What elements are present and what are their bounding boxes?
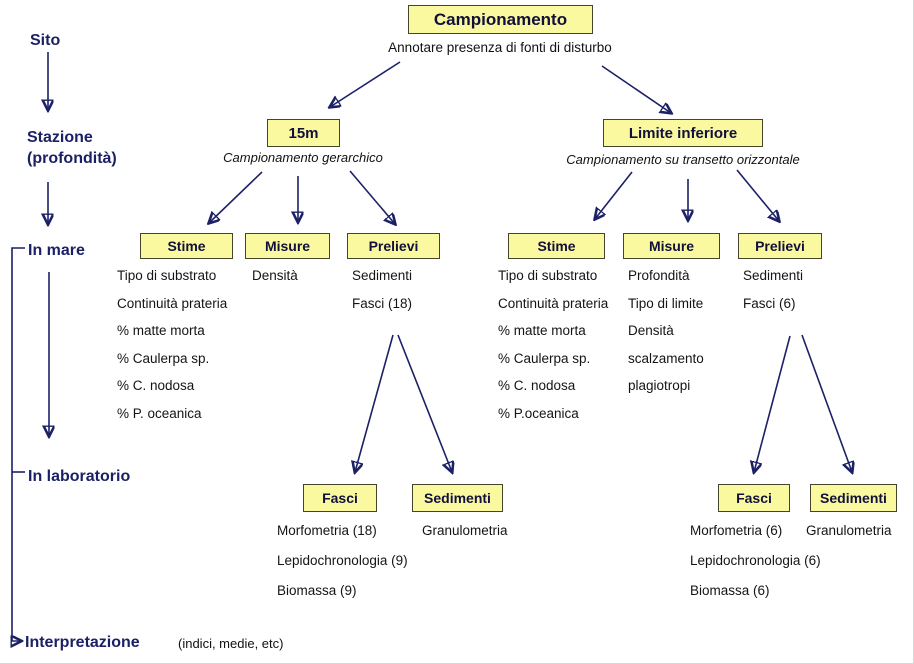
list-item: % P. oceanica xyxy=(117,405,202,421)
node-15m: 15m xyxy=(267,119,340,147)
node-limite-inferiore-label: Limite inferiore xyxy=(628,124,738,142)
stage-interpretazione: Interpretazione xyxy=(25,634,140,651)
list-item: Fasci (6) xyxy=(743,295,796,311)
node-prelievi-left-label: Prelievi xyxy=(368,238,419,254)
list-item: Morfometria (18) xyxy=(277,523,377,538)
list-item: Granulometria xyxy=(806,523,892,538)
stage-stazione-line2: (profondità) xyxy=(27,150,117,167)
list-item: Granulometria xyxy=(422,523,508,538)
list-item: Profondità xyxy=(628,268,690,283)
list-item: Lepidochronologia (6) xyxy=(690,553,821,568)
list-item: Tipo di substrato xyxy=(117,268,217,283)
list-item: % C. nodosa xyxy=(498,378,576,393)
stage-stazione: Stazione (profondità) xyxy=(27,127,117,169)
prelievi-left-list: Sedimenti Fasci (18) xyxy=(352,262,412,317)
stage-sito: Sito xyxy=(30,32,61,49)
list-item: Tipo di limite xyxy=(628,295,704,311)
list-item: % matte morta xyxy=(117,323,205,338)
node-prelievi-right: Prelievi xyxy=(738,233,822,259)
node-prelievi-left: Prelievi xyxy=(347,233,440,259)
list-item: Biomassa (6) xyxy=(690,583,770,598)
node-sedimenti-lab-right: Sedimenti xyxy=(810,484,897,512)
stage-in-mare: In mare xyxy=(28,242,85,259)
stage-stazione-line1: Stazione xyxy=(27,129,93,146)
list-item: Morfometria (6) xyxy=(690,523,783,538)
caption-transetto: Campionamento su transetto orizzontale xyxy=(566,152,800,167)
node-misure-right-label: Misure xyxy=(648,238,695,254)
node-sedimenti-lab-left: Sedimenti xyxy=(412,484,503,512)
list-item: Sedimenti xyxy=(352,268,413,283)
list-item: % Caulerpa sp. xyxy=(498,350,591,366)
node-misure-left: Misure xyxy=(245,233,330,259)
caption-gerarchico: Campionamento gerarchico xyxy=(223,150,383,165)
node-fasci-right: Fasci xyxy=(718,484,790,512)
node-misure-left-label: Misure xyxy=(264,238,311,254)
fasci-right-list: Morfometria (6) Lepidochronologia (6) Bi… xyxy=(690,516,821,606)
node-fasci-right-label: Fasci xyxy=(736,490,772,506)
stage-in-laboratorio: In laboratorio xyxy=(28,468,131,485)
node-limite-inferiore: Limite inferiore xyxy=(603,119,763,147)
misure-left-list: Densità xyxy=(252,262,298,290)
list-item: Densità xyxy=(628,323,674,338)
node-15m-label: 15m xyxy=(288,124,319,142)
stime-right-list: Tipo di substrato Continuità prateria % … xyxy=(498,262,608,427)
misure-right-list: Profondità Tipo di limite Densità scalza… xyxy=(628,262,704,400)
node-fasci-left: Fasci xyxy=(303,484,377,512)
node-stime-left: Stime xyxy=(140,233,233,259)
list-item: Fasci (18) xyxy=(352,295,413,311)
node-stime-right-label: Stime xyxy=(537,238,576,254)
sedimenti-left-list: Granulometria xyxy=(422,516,508,546)
list-item: % matte morta xyxy=(498,323,586,338)
list-item: Continuità prateria xyxy=(498,295,609,311)
node-stime-right: Stime xyxy=(508,233,605,259)
list-item: % C. nodosa xyxy=(117,378,195,393)
list-item: scalzamento xyxy=(628,350,704,366)
list-item: Densità xyxy=(252,268,298,283)
prelievi-right-list: Sedimenti Fasci (6) xyxy=(743,262,803,317)
node-sedimenti-lab-right-label: Sedimenti xyxy=(820,490,887,506)
sedimenti-right-list: Granulometria xyxy=(806,516,892,546)
node-sedimenti-lab-left-label: Sedimenti xyxy=(424,490,491,506)
root-subtitle: Annotare presenza di fonti di disturbo xyxy=(388,40,612,55)
node-stime-left-label: Stime xyxy=(167,238,206,254)
list-item: plagiotropi xyxy=(628,378,691,393)
list-item: Continuità prateria xyxy=(117,295,228,311)
list-item: Lepidochronologia (9) xyxy=(277,553,408,568)
list-item: Biomassa (9) xyxy=(277,583,357,598)
root-node-campionamento: Campionamento xyxy=(408,5,593,34)
list-item: Sedimenti xyxy=(743,268,804,283)
list-item: Tipo di substrato xyxy=(498,268,598,283)
list-item: % Caulerpa sp. xyxy=(117,350,210,366)
interpretazione-note: (indici, medie, etc) xyxy=(178,636,284,651)
root-node-label: Campionamento xyxy=(433,9,568,29)
list-item: % P.oceanica xyxy=(498,405,579,421)
node-misure-right: Misure xyxy=(623,233,720,259)
fasci-left-list: Morfometria (18) Lepidochronologia (9) B… xyxy=(277,516,408,606)
node-prelievi-right-label: Prelievi xyxy=(755,238,805,254)
node-fasci-left-label: Fasci xyxy=(322,490,358,506)
stime-left-list: Tipo di substrato Continuità prateria % … xyxy=(117,262,227,427)
